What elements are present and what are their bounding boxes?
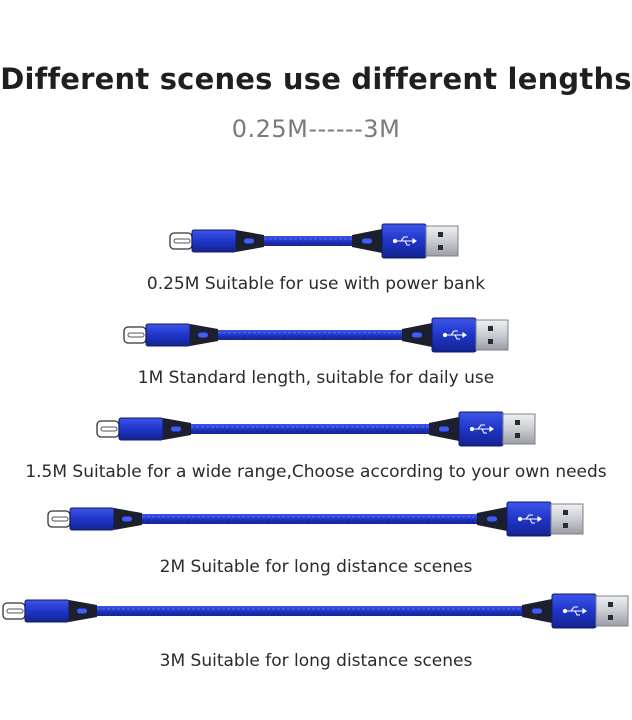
cable-1m bbox=[123, 317, 509, 353]
usb-symbol-icon bbox=[562, 606, 587, 616]
usb-symbol-icon bbox=[469, 424, 494, 434]
cable-caption-2m: 2M Suitable for long distance scenes bbox=[159, 557, 473, 577]
length-range-label: 0.25M------3M bbox=[231, 115, 401, 143]
cable-3m bbox=[2, 593, 629, 629]
cable-body bbox=[264, 236, 352, 246]
usb-c-shell bbox=[118, 417, 164, 441]
usb-a-plug-icon bbox=[425, 225, 459, 257]
usb-a-plug-icon bbox=[550, 503, 584, 535]
usb-a-plug-icon bbox=[595, 595, 629, 627]
cable-caption-1m: 1M Standard length, suitable for daily u… bbox=[137, 368, 495, 388]
usb-c-tip-icon bbox=[47, 510, 71, 528]
usb-c-shell bbox=[24, 599, 70, 623]
cable-body bbox=[191, 424, 429, 434]
usb-c-shell bbox=[191, 229, 237, 253]
usb-c-tip-icon bbox=[2, 602, 26, 620]
cable-caption-1-5m: 1.5M Suitable for a wide range,Choose ac… bbox=[25, 462, 607, 482]
page-title: Different scenes use different lengths bbox=[0, 62, 632, 96]
usb-symbol-icon bbox=[392, 236, 417, 246]
usb-symbol-icon bbox=[517, 514, 542, 524]
cable-body bbox=[218, 330, 402, 340]
cable-caption-0-25m: 0.25M Suitable for use with power bank bbox=[146, 274, 486, 294]
usb-c-shell bbox=[145, 323, 191, 347]
cable-2m bbox=[47, 501, 584, 537]
cable-1-5m bbox=[96, 411, 536, 447]
usb-a-plug-icon bbox=[502, 413, 536, 445]
cable-body bbox=[142, 514, 477, 524]
usb-a-plug-icon bbox=[475, 319, 509, 351]
cable-caption-3m: 3M Suitable for long distance scenes bbox=[159, 651, 473, 671]
usb-c-tip-icon bbox=[96, 420, 120, 438]
usb-c-tip-icon bbox=[169, 232, 193, 250]
usb-c-tip-icon bbox=[123, 326, 147, 344]
usb-c-shell bbox=[69, 507, 115, 531]
cable-body bbox=[97, 606, 522, 616]
cable-0-25m bbox=[169, 223, 459, 259]
usb-symbol-icon bbox=[442, 330, 467, 340]
